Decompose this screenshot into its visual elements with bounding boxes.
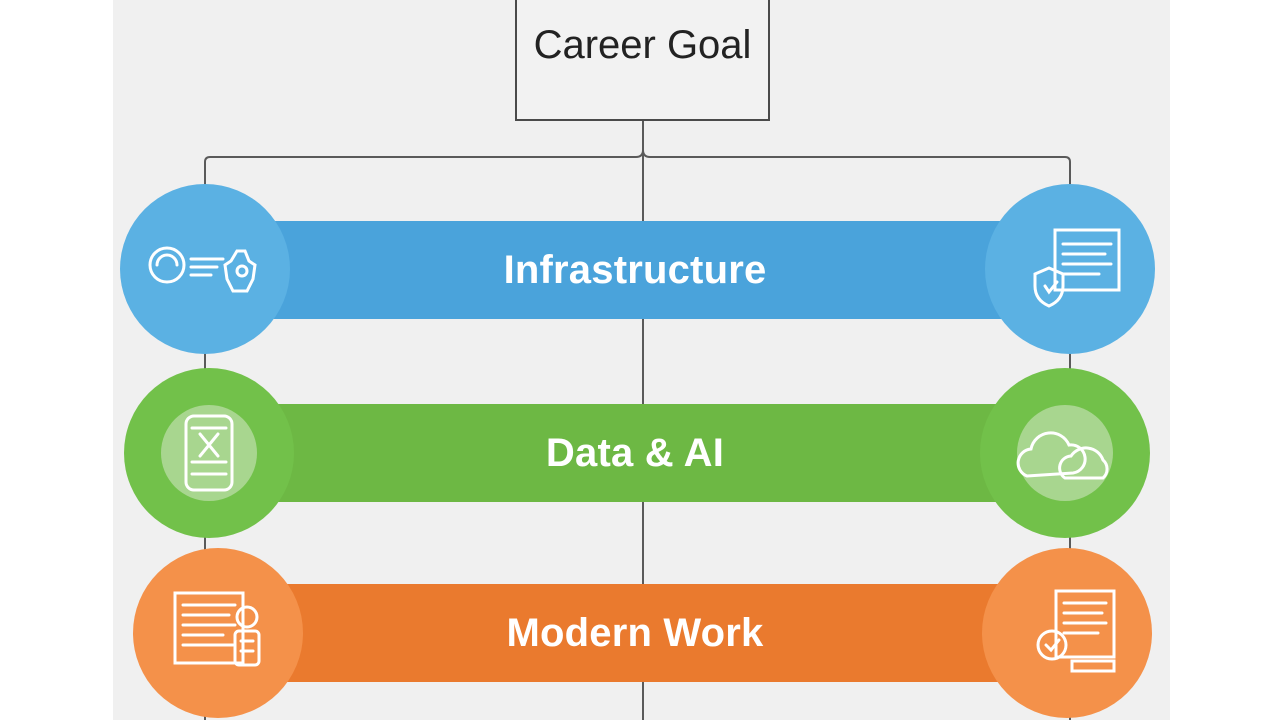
career-goal-box: Career Goal [515,0,770,121]
career-goal-label: Career Goal [533,23,752,67]
database-icon [154,398,264,508]
cloud-icon [1005,398,1125,508]
document-icon [163,583,273,683]
track-left-circle-data-ai [124,368,294,538]
document-badge-icon [1012,583,1122,683]
track-right-circle-infrastructure [985,184,1155,354]
track-band-modern-work: Modern Work [250,584,1020,682]
track-label-modern-work: Modern Work [506,610,764,655]
track-band-data-ai: Data & AI [250,404,1020,502]
track-band-infrastructure: Infrastructure [250,221,1020,319]
track-label-infrastructure: Infrastructure [503,247,767,292]
security-document-icon [1015,224,1125,314]
track-right-circle-data-ai [980,368,1150,538]
track-left-circle-infrastructure [120,184,290,354]
track-left-circle-modern-work [133,548,303,718]
network-config-icon [145,229,265,309]
track-label-data-ai: Data & AI [545,430,725,475]
track-right-circle-modern-work [982,548,1152,718]
